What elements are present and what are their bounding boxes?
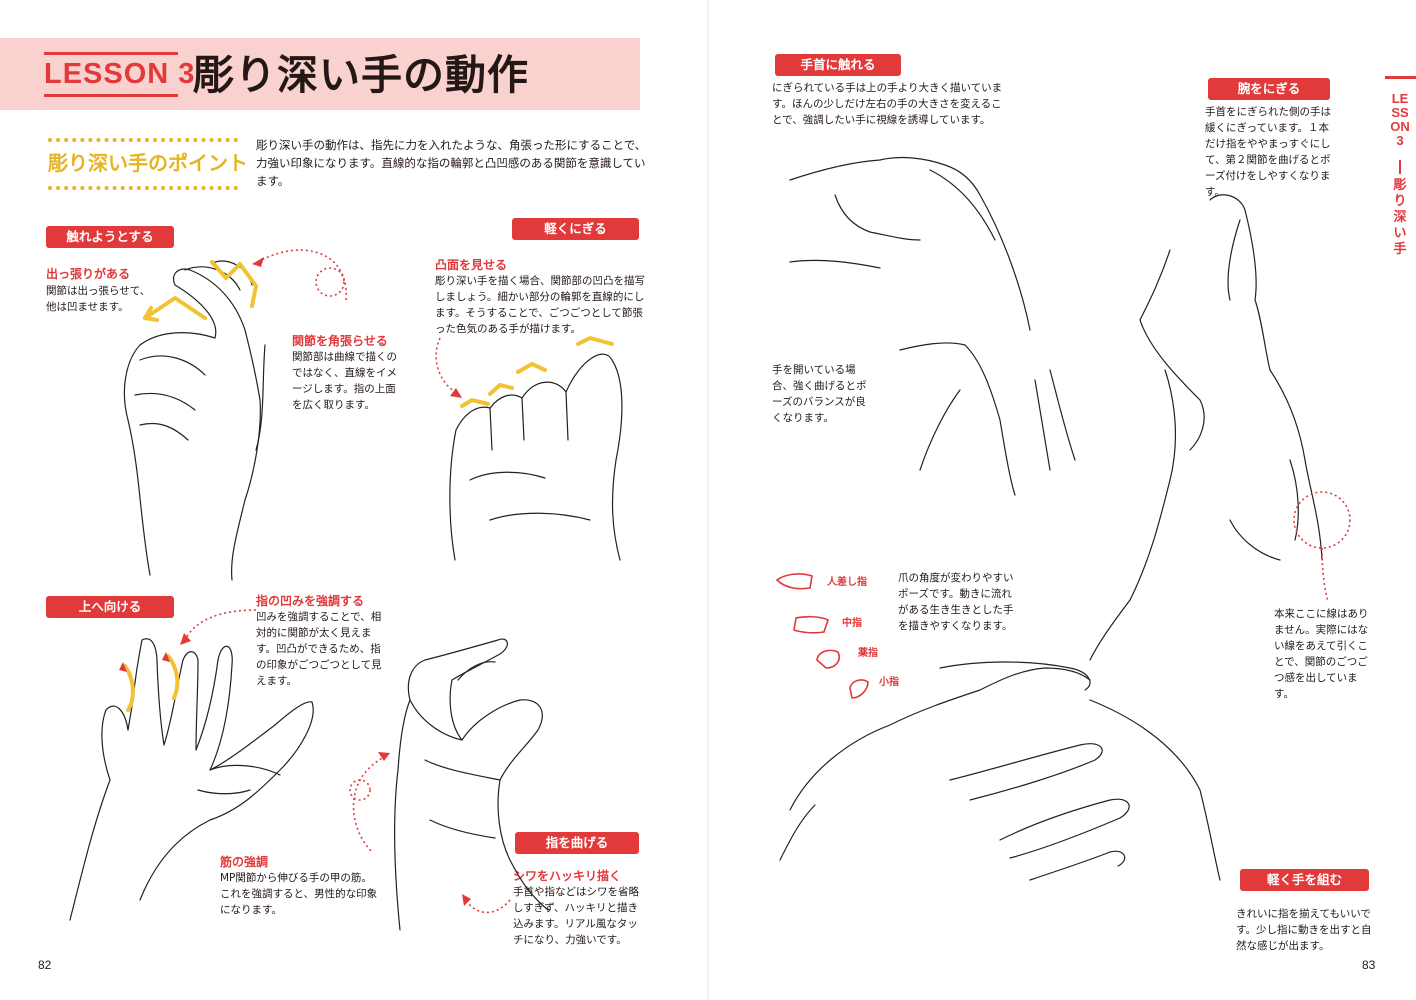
page-gutter bbox=[707, 0, 709, 1000]
side-tab-separator bbox=[1399, 160, 1401, 174]
finger-label-middle: 中指 bbox=[842, 618, 862, 629]
clasp-text: きれいに指を揃えてもいいです。少し指に動きを出すと自然な感じが出ます。 bbox=[1236, 908, 1372, 952]
side-tab-title: 彫り深い手 bbox=[1393, 178, 1407, 257]
hand-touch-wrist-illustration bbox=[789, 156, 1076, 496]
protrude-heading: 出っ張りがある bbox=[46, 267, 131, 281]
lesson-rule-bottom bbox=[44, 94, 178, 97]
protrude-text: 関節は出っ張らせて、他は凹ませます。 bbox=[46, 285, 151, 313]
hand-bend-illustration bbox=[394, 638, 549, 931]
point-dotted-rule-top bbox=[48, 138, 238, 142]
pill-clasp: 軽く手を組む bbox=[1240, 869, 1369, 891]
hand-clasp-illustration bbox=[779, 661, 1221, 881]
finger-label-little: 小指 bbox=[879, 677, 899, 688]
hand-grip-arm-illustration bbox=[1089, 194, 1323, 661]
wrinkle-heading: シワをハッキリ描く bbox=[513, 869, 622, 883]
finger-label-ring: 薬指 bbox=[858, 648, 878, 659]
nail-angle-diagram bbox=[775, 573, 869, 699]
angular-text: 関節部は曲線で描くのではなく、直線をイメージします。指の上面を広く取ります。 bbox=[292, 351, 397, 411]
pill-touch: 触れようとする bbox=[46, 226, 174, 248]
angular-heading: 関節を角張らせる bbox=[292, 334, 388, 348]
hand-touch-illustration bbox=[123, 260, 266, 581]
point-dotted-rule-bottom bbox=[48, 186, 238, 190]
pill-light-grip: 軽くにぎる bbox=[512, 218, 639, 240]
dent-heading: 指の凹みを強調する bbox=[256, 594, 365, 608]
pill-grip-arm: 腕をにぎる bbox=[1208, 78, 1330, 100]
page-number-left: 82 bbox=[38, 958, 52, 972]
pill-up: 上へ向ける bbox=[46, 596, 174, 618]
lesson-label: LESSON 3 bbox=[44, 58, 196, 90]
extra-line-text: 本来ここに線はありません。実際にはない線をあえて引くことで、関節のごつごつ感を出… bbox=[1274, 608, 1369, 700]
finger-label-index: 人差し指 bbox=[827, 577, 867, 588]
nail-angle-text: 爪の角度が変わりやすいポーズです。動きに流れがある生き生きとした手を描きやすくな… bbox=[898, 572, 1014, 632]
hand-light-grip-illustration bbox=[449, 336, 623, 561]
side-tab-lesson: LESSON 3 bbox=[1390, 91, 1410, 148]
page-number-right: 83 bbox=[1362, 958, 1376, 972]
hand-up-illustration bbox=[69, 638, 314, 921]
side-tab-rule bbox=[1385, 76, 1416, 79]
touch-wrist-text: にぎられている手は上の手より大きく描いています。ほんの少しだけ左右の手の大きさを… bbox=[772, 82, 1003, 126]
wrinkle-text: 手首や指などはシワを省略しすぎず、ハッキリと描き込みます。リアル風なタッチになり… bbox=[513, 886, 639, 946]
point-text: 彫り深い手の動作は、指先に力を入れたような、角張った形にすることで、力強い印象に… bbox=[256, 138, 647, 188]
tendon-text: MP関節から伸びる手の甲の筋。これを強調すると、男性的な印象になります。 bbox=[220, 872, 378, 916]
point-title: 彫り深い手のポイント bbox=[48, 151, 248, 175]
dent-text: 凹みを強調することで、相対的に関節が太く見えます。凹凸ができるため、指の印象がご… bbox=[256, 611, 382, 687]
tendon-heading: 筋の強調 bbox=[220, 855, 269, 869]
lesson-header-band bbox=[0, 38, 640, 110]
grip-arm-text: 手首をにぎられた側の手は緩くにぎっています。１本だけ指をややまっすぐにして、第２… bbox=[1205, 106, 1331, 198]
convex-heading: 凸面を見せる bbox=[435, 258, 508, 272]
pill-bend: 指を曲げる bbox=[515, 832, 639, 854]
lesson-rule-top bbox=[44, 52, 178, 55]
open-hand-text: 手を開いている場合、強く曲げるとポーズのバランスが良くなります。 bbox=[772, 364, 867, 424]
pill-touch-wrist: 手首に触れる bbox=[775, 54, 901, 76]
page-title: 彫り深い手の動作 bbox=[193, 51, 529, 99]
convex-text: 彫り深い手を描く場合、関節部の凹凸を描写しましょう。細かい部分の輪郭を直線的にし… bbox=[435, 275, 645, 335]
